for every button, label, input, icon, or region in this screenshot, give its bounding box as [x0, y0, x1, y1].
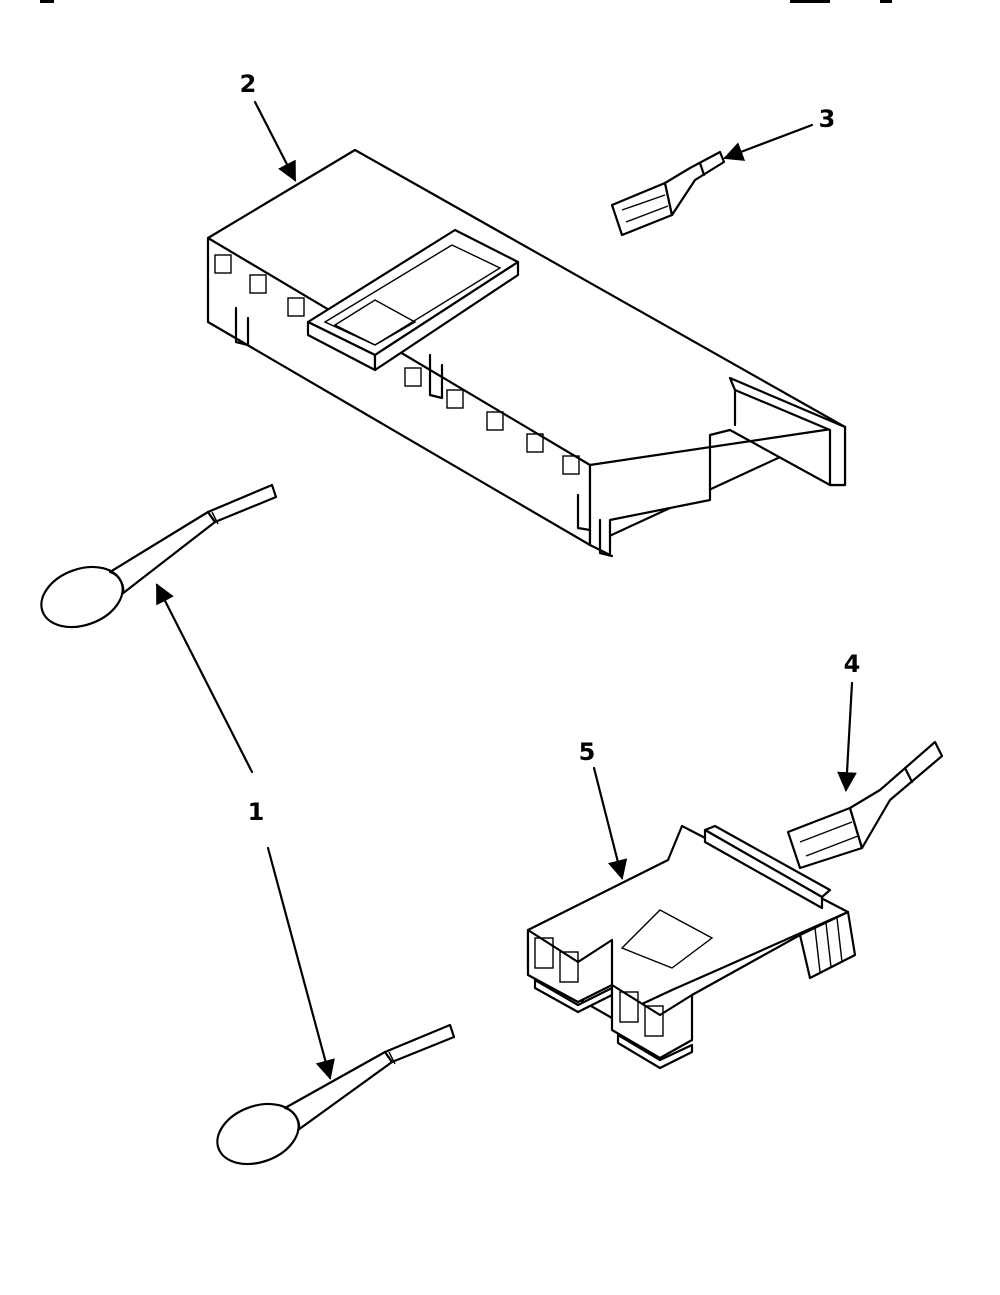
callout-3: 3 [819, 105, 836, 133]
callout-5: 5 [579, 738, 596, 766]
spade-terminal-icon [786, 740, 944, 870]
callout-1: 1 [248, 798, 265, 826]
top-edge-marks [40, 0, 892, 3]
connector-plug-icon [526, 824, 857, 1070]
temperature-probe-icon [216, 1023, 456, 1166]
callout-2: 2 [240, 70, 257, 98]
spade-terminal-icon [610, 150, 726, 237]
temperature-probe-icon [40, 483, 278, 629]
leader-lines [155, 100, 857, 1080]
terminal-block-icon [206, 148, 847, 558]
callout-4: 4 [844, 650, 861, 678]
